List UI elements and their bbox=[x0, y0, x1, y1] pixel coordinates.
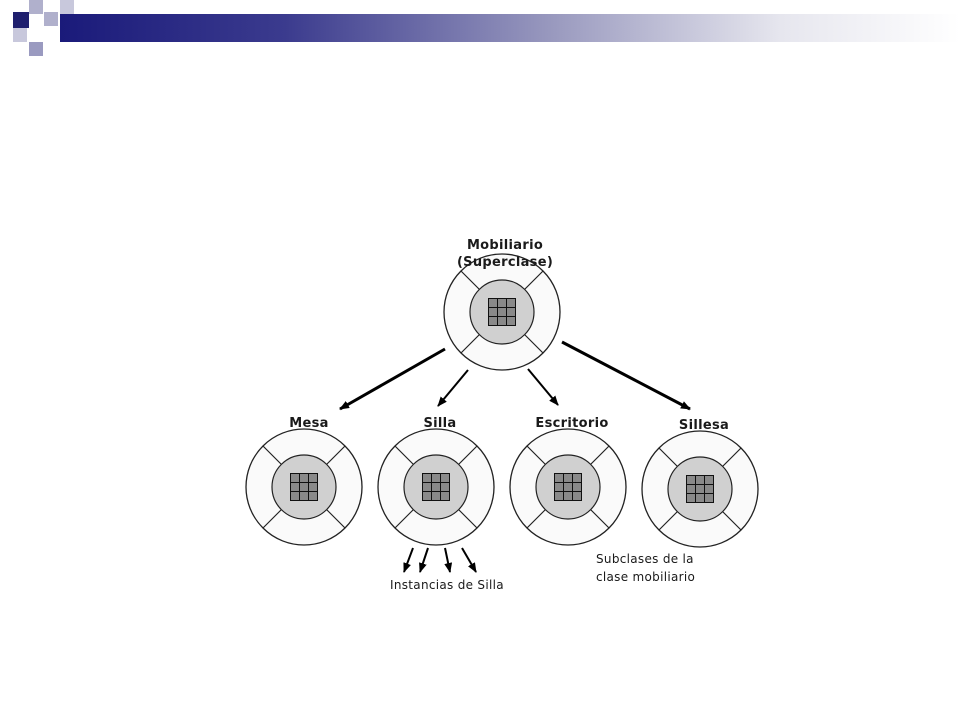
decor-square-light bbox=[29, 0, 43, 14]
arrow-to-escritorio bbox=[527, 368, 559, 406]
instance-arrow bbox=[403, 547, 414, 573]
arrow-to-mesa bbox=[339, 347, 446, 411]
subclass-label-escritorio: Escritorio bbox=[535, 416, 609, 431]
subclass-label-mesa: Mesa bbox=[289, 416, 329, 431]
superclass-tag: (Superclase) bbox=[456, 255, 554, 270]
object-mesa bbox=[245, 428, 363, 546]
decor-square-light bbox=[60, 0, 74, 14]
arrow-to-sillesa bbox=[561, 340, 691, 411]
title-banner bbox=[60, 14, 960, 42]
instances-caption: Instancias de Silla bbox=[390, 578, 504, 592]
superclass-object bbox=[443, 253, 561, 371]
object-sillesa bbox=[641, 430, 759, 548]
object-escritorio bbox=[509, 428, 627, 546]
superclass-name: Mobiliario bbox=[466, 238, 544, 253]
subclass-label-silla: Silla bbox=[423, 416, 457, 431]
decor-square-light bbox=[44, 12, 58, 26]
subclasses-caption-line1: Subclases de la bbox=[596, 552, 694, 566]
decor-square-dark bbox=[13, 12, 29, 28]
instance-arrow bbox=[419, 547, 429, 573]
object-silla bbox=[377, 428, 495, 546]
subclass-label-sillesa: Sillesa bbox=[678, 418, 730, 433]
instance-arrow bbox=[444, 547, 453, 573]
subclasses-caption-line2: clase mobiliario bbox=[596, 570, 696, 584]
decor-square-light bbox=[29, 42, 43, 56]
decor-square-light bbox=[13, 28, 27, 42]
arrow-to-silla bbox=[437, 369, 469, 407]
instance-arrow bbox=[461, 547, 477, 573]
